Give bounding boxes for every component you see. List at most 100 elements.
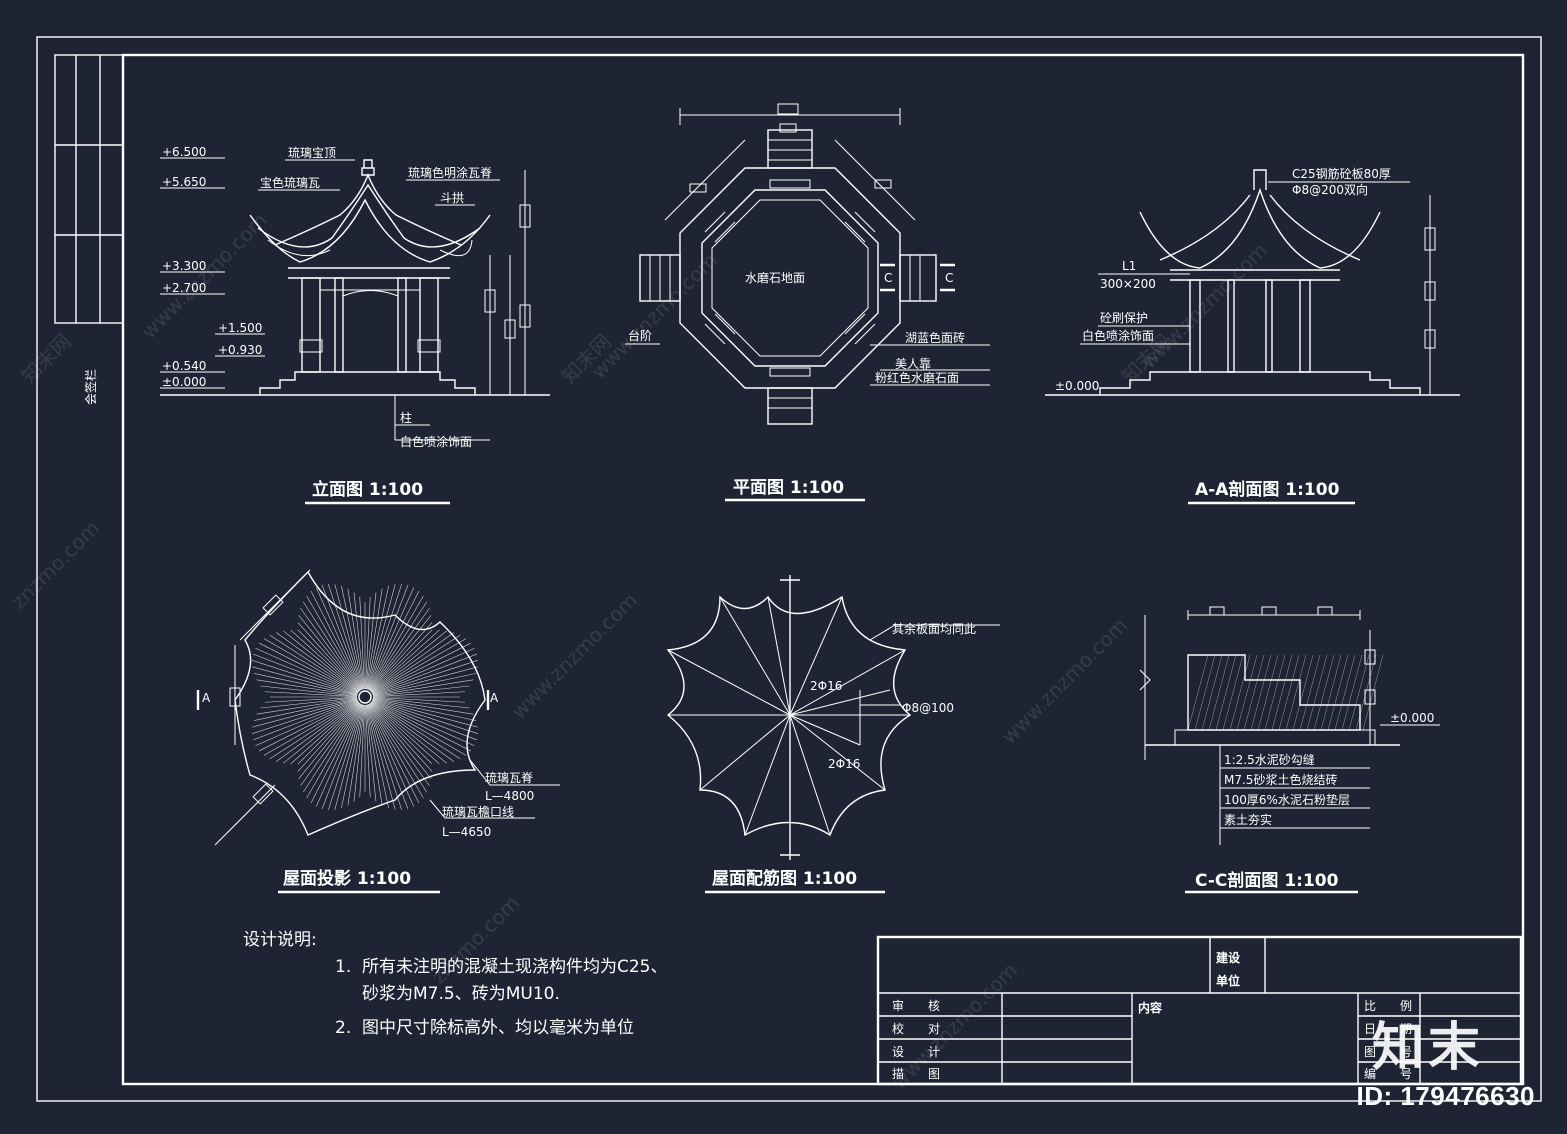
roof-hatch-line (366, 585, 389, 690)
roof-hatch-line (371, 701, 461, 760)
cc-hatch-line (1355, 654, 1377, 731)
roof-hatch-line (366, 704, 389, 809)
roof-hatch-line (260, 697, 358, 709)
roof-hatch-line (252, 666, 358, 696)
tb-right-scale: 比 例 (1364, 999, 1412, 1013)
roof-hatch-line (264, 697, 358, 703)
roof-hatch-line (367, 704, 402, 811)
roof-hatch-line (283, 701, 359, 764)
cc-hatch-line (1313, 654, 1335, 731)
roof-hatch-line (365, 704, 383, 806)
roof-hatch-line (300, 608, 361, 691)
roof-hatch-line (369, 703, 428, 793)
roof-hatch-line (297, 629, 360, 692)
roof-hatch-line (260, 685, 358, 697)
roof-hatch-line (321, 584, 363, 690)
roof-hatch-line (372, 647, 475, 695)
roof-hatch-line (371, 700, 467, 756)
brand-logo: 知末 (1372, 1018, 1485, 1078)
roof-hatch-line (297, 622, 360, 692)
roof-hatch-line (367, 704, 415, 807)
roof-hatch-line (300, 703, 361, 786)
cc-layer-3: 100厚6%水泥石粉垫层 (1224, 792, 1350, 807)
roof-hatch-line (369, 703, 432, 779)
roof-rebar-title: 屋面配筋图 1:100 (712, 868, 857, 889)
level-5650: +5.650 (162, 175, 206, 189)
level-0000: ±0.000 (162, 375, 206, 389)
roof-hatch-line (255, 699, 358, 747)
level-0540: +0.540 (162, 359, 206, 373)
watermark-9: 知末网 (17, 329, 76, 388)
tb-row-draw: 描 图 (892, 1067, 940, 1081)
roof-hatch-line (359, 704, 365, 798)
client-label-1: 建设 (1215, 950, 1241, 965)
cc-hatch-line (1257, 654, 1279, 731)
tb-row-check: 校 对 (892, 1021, 940, 1036)
roof-hatch-line (252, 698, 358, 728)
roof-hatch-line (371, 630, 447, 693)
roof-hatch-line (371, 632, 454, 693)
roof-hatch-line (372, 698, 478, 728)
roof-hatch-line (370, 702, 433, 772)
roof-hatch-line (365, 704, 377, 802)
roof-hatch-line (367, 704, 409, 810)
cc-hatch-line (1341, 654, 1363, 731)
cc-hatch-line (1362, 654, 1384, 731)
cc-hatch-line (1334, 654, 1356, 731)
signature-stamp-column: 会签栏 (54, 54, 124, 405)
roof-hatch-line (341, 585, 364, 690)
roof-hatch-line (353, 592, 365, 690)
roof-hatch-line (370, 629, 440, 692)
cc-hatch-line (1306, 654, 1328, 731)
roof-hatch-line (372, 673, 477, 696)
cc-hatch-line (1327, 654, 1349, 731)
roof-hatch-line (353, 704, 365, 802)
elevation-levels (160, 157, 265, 389)
roof-hatch-line (372, 666, 478, 696)
tb-right-date: 日 期 (1364, 1022, 1412, 1036)
tb-row-review: 审 核 (892, 998, 940, 1013)
aa-note-beam: 300×200 (1100, 277, 1156, 291)
tb-right-number: 编 号 (1364, 1066, 1412, 1081)
cc-layer-2: M7.5砂浆土色烧结砖 (1224, 772, 1337, 787)
design-note-1-text: 所有未注明的混凝土现浇构件均为C25、 (362, 957, 668, 977)
roof-hatch-line (269, 634, 359, 693)
cc-hatch-line (1243, 654, 1265, 731)
roof-note-ridge-length: L—4800 (485, 789, 534, 803)
watermark-5: www.znzmo.com (507, 588, 643, 724)
asset-id-label: ID: 179476630 (1356, 1081, 1535, 1111)
roof-hatch-line (372, 698, 477, 721)
roof-hatch-line (255, 647, 358, 695)
section-cc-drawing: ±0.000 1:2.5水泥砂勾缝 M7.5砂浆土色烧结砖 100厚6%水泥石粉… (1139, 606, 1440, 894)
roof-hatch-line (372, 685, 470, 697)
roof-hatch-line (263, 700, 359, 756)
plan-floor-note: 水磨石地面 (745, 271, 805, 285)
aa-note-protect: 砼刷保护 (1100, 311, 1148, 325)
design-note-1-num: 1. (335, 957, 351, 977)
roof-hatch-line (369, 608, 430, 691)
roof-hatch-line (370, 622, 433, 692)
roof-hatch-line (264, 691, 358, 697)
roof-hatch-line (366, 584, 396, 690)
aa-note-l1: L1 (1122, 259, 1136, 273)
design-note-1b-text: 砂浆为M7.5、砖为MU10. (362, 984, 560, 1004)
roof-hatch-line (334, 704, 364, 810)
roof-hatch-line (368, 703, 420, 803)
aa-note-slab: C25钢筋砼板80厚 (1292, 166, 1391, 181)
roof-hatch-line (328, 583, 363, 690)
roof-hatch-line (298, 703, 361, 779)
cc-hatch-line (1194, 654, 1216, 731)
cc-hatch-line (1236, 654, 1258, 731)
roof-hatch-line (372, 653, 478, 695)
roof-hatch-line (283, 630, 359, 693)
roof-hatch-line (290, 629, 360, 692)
roof-hatch-line (315, 587, 363, 690)
roof-hatch-line (306, 595, 362, 691)
roof-hatch-line (276, 701, 359, 762)
roof-hatch-line (315, 704, 363, 807)
client-label-2: 单位 (1216, 973, 1240, 988)
roof-hatch-line (370, 702, 440, 765)
roof-hatch-line (253, 698, 358, 721)
roof-note-eave-length: L—4650 (442, 825, 491, 839)
